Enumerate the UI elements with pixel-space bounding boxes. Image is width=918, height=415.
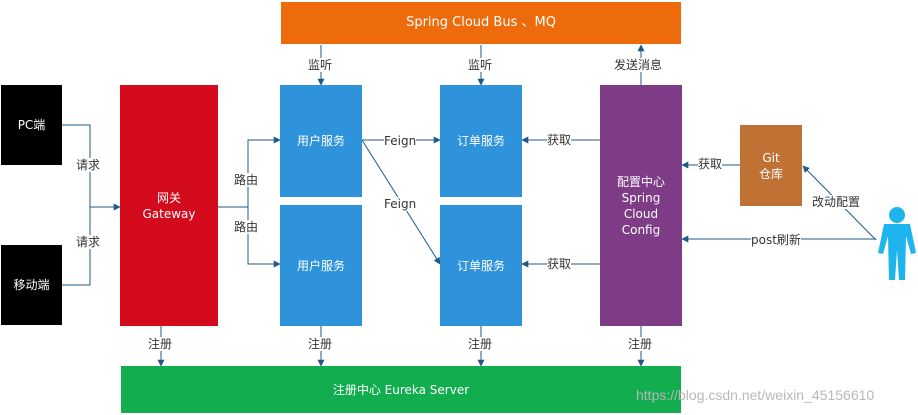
gateway-box: 网关 Gateway bbox=[120, 85, 218, 326]
watermark-url: https://blog.csdn.net/weixin_45156610 bbox=[636, 387, 875, 403]
edge-label-modify-config: 改动配置 bbox=[812, 195, 861, 209]
eureka-label: 注册中心 Eureka Server bbox=[332, 382, 470, 397]
edge-label-fetch-1: 获取 bbox=[547, 133, 572, 147]
edge-label-fetch-2: 获取 bbox=[547, 257, 572, 271]
edge-label-request-1: 请求 bbox=[76, 158, 101, 172]
edge-label-listen-2: 监听 bbox=[468, 58, 493, 72]
edge-label-listen-1: 监听 bbox=[308, 58, 333, 72]
mobile-client-box: 移动端 bbox=[1, 245, 62, 325]
order-service-box-2: 订单服务 bbox=[440, 205, 522, 326]
person-icon bbox=[878, 207, 916, 280]
pc-client-label: PC端 bbox=[17, 118, 46, 132]
edge-label-send-message: 发送消息 bbox=[614, 58, 663, 72]
user-service-box-2: 用户服务 bbox=[280, 205, 362, 326]
edge-label-route-1: 路由 bbox=[234, 173, 259, 187]
pc-client-box: PC端 bbox=[1, 85, 62, 165]
user-service-box-1: 用户服务 bbox=[280, 85, 362, 197]
bus-box: Spring Cloud Bus 、MQ bbox=[281, 2, 681, 44]
git-repo-label: Git 仓库 bbox=[758, 150, 783, 181]
edge-mobile-gateway bbox=[62, 207, 91, 286]
gateway-label: 网关 Gateway bbox=[142, 190, 196, 221]
git-repo-box: Git 仓库 bbox=[740, 125, 802, 206]
edge-gateway-user2 bbox=[247, 207, 281, 268]
order-service-label-1: 订单服务 bbox=[456, 134, 505, 148]
config-center-label: 配置中心 Spring Cloud Config bbox=[616, 174, 665, 237]
user-service-label-1: 用户服务 bbox=[296, 134, 345, 148]
mobile-client-label: 移动端 bbox=[13, 278, 50, 292]
edge-label-route-2: 路由 bbox=[234, 220, 259, 234]
edge-label-register-gateway: 注册 bbox=[148, 337, 173, 351]
config-center-box: 配置中心 Spring Cloud Config bbox=[600, 85, 682, 326]
eureka-box: 注册中心 Eureka Server bbox=[121, 366, 681, 413]
edge-label-register-order: 注册 bbox=[468, 337, 493, 351]
edge-label-feign-1: Feign bbox=[384, 134, 417, 148]
edge-label-request-2: 请求 bbox=[76, 235, 101, 249]
edge-label-register-config: 注册 bbox=[628, 337, 653, 351]
order-service-box-1: 订单服务 bbox=[440, 85, 522, 197]
order-service-label-2: 订单服务 bbox=[456, 258, 505, 273]
edge-label-register-user: 注册 bbox=[308, 337, 333, 351]
user-service-label-2: 用户服务 bbox=[296, 258, 345, 273]
edge-label-post-refresh: post刷新 bbox=[751, 233, 801, 247]
edge-label-fetch-git: 获取 bbox=[698, 157, 723, 171]
bus-label: Spring Cloud Bus 、MQ bbox=[406, 15, 556, 30]
edge-label-feign-2: Feign bbox=[384, 197, 417, 211]
